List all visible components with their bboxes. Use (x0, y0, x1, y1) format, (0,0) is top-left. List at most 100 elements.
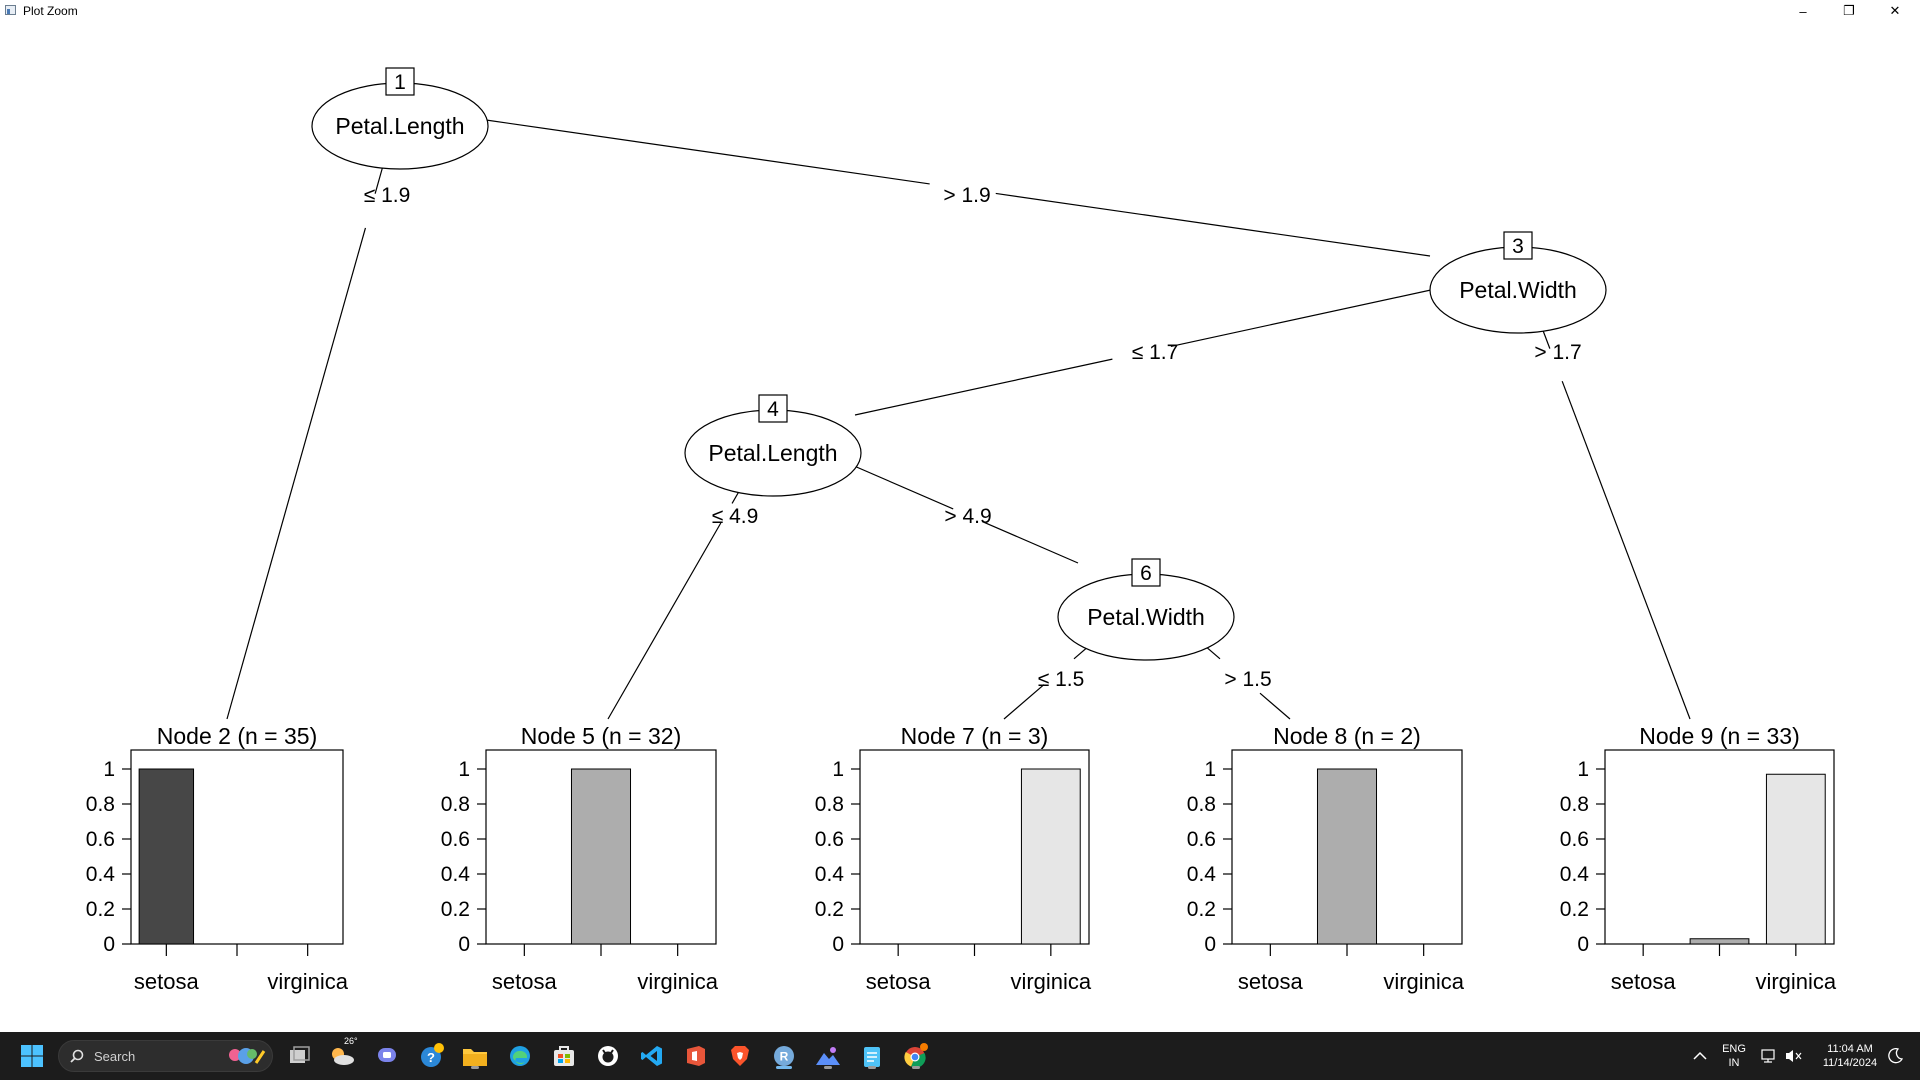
r-icon: R (774, 1046, 794, 1066)
tree-edge-line (995, 192, 1431, 257)
panel-title: Node 9 (n = 33) (1639, 723, 1799, 749)
network-volume-icon (1761, 1049, 1802, 1063)
start-button[interactable] (16, 1040, 48, 1072)
chrome-button[interactable] (900, 1040, 932, 1072)
help-icon: ? (421, 1043, 444, 1067)
weather-temperature: 26° (344, 1036, 358, 1046)
weather-widget[interactable]: 26° (326, 1036, 358, 1072)
language-indicator[interactable]: ENG IN (1716, 1042, 1752, 1070)
language-region: IN (1728, 1057, 1740, 1069)
close-button[interactable]: ✕ (1889, 3, 1901, 18)
x-tick-label: virginica (1383, 969, 1464, 994)
task-view-button[interactable] (284, 1040, 316, 1072)
store-icon (554, 1046, 574, 1066)
svg-text:?: ? (427, 1050, 435, 1065)
maximize-button[interactable]: ❐ (1843, 3, 1855, 18)
title-bar: Plot Zoom – ❐ ✕ (0, 0, 1920, 22)
bar-versicolor (570, 768, 632, 945)
y-tick-label: 0.2 (815, 898, 844, 921)
photos-button[interactable] (812, 1040, 844, 1072)
edge-icon (510, 1046, 530, 1066)
tree-edge-line (226, 227, 367, 720)
edge-split-label: ≤ 1.5 (1038, 668, 1085, 691)
rstudio-button[interactable]: R (768, 1040, 800, 1072)
windows-icon (21, 1045, 43, 1067)
x-tick-label: virginica (637, 969, 718, 994)
y-tick-label: 0.6 (815, 828, 844, 851)
y-tick-label: 1 (1577, 758, 1589, 781)
github-icon (598, 1046, 618, 1066)
tree-node-id-box (385, 67, 415, 96)
tree-edge-line (981, 520, 1079, 564)
task-view-icon (290, 1046, 310, 1063)
tree-node-id-box (1503, 231, 1533, 260)
y-tick-label: 0.6 (1187, 828, 1216, 851)
store-button[interactable] (548, 1040, 580, 1072)
clock-date: 11/14/2024 (1822, 1057, 1878, 1069)
y-tick-label: 0.4 (86, 863, 116, 886)
notepad-icon (864, 1047, 880, 1067)
clock[interactable]: 11:04 AM 11/14/2024 (1812, 1042, 1888, 1070)
decision-tree-plot: ≤ 1.9> 1.9≤ 1.7> 1.7≤ 4.9> 4.9≤ 1.5> 1.5… (86, 67, 1837, 994)
chrome-icon (904, 1043, 928, 1068)
y-tick-label: 0.2 (441, 898, 470, 921)
tree-node-id: 3 (1512, 235, 1524, 258)
photos-icon (816, 1047, 840, 1065)
network-volume-tray[interactable] (1757, 1040, 1807, 1072)
brave-button[interactable] (724, 1040, 756, 1072)
teams-button[interactable] (372, 1040, 404, 1072)
edge-split-label: > 1.7 (1534, 341, 1581, 364)
tree-edge-line (1561, 380, 1691, 720)
office-icon (687, 1046, 705, 1066)
x-tick-label: setosa (134, 969, 200, 994)
notepad-button[interactable] (856, 1040, 888, 1072)
x-tick-label: setosa (866, 969, 932, 994)
tree-node-id: 6 (1140, 562, 1152, 585)
panel-title: Node 2 (n = 35) (157, 723, 317, 749)
minimize-button[interactable]: – (1799, 3, 1807, 19)
x-tick-label: setosa (1611, 969, 1677, 994)
language-code: ENG (1722, 1043, 1746, 1055)
y-tick-label: 0 (458, 933, 470, 956)
github-button[interactable] (592, 1040, 624, 1072)
moon-icon (1888, 1048, 1903, 1064)
edge-split-label: > 1.9 (943, 184, 990, 207)
show-hidden-icons-button[interactable] (1684, 1040, 1716, 1072)
office-button[interactable] (680, 1040, 712, 1072)
svg-text:R: R (780, 1050, 789, 1064)
y-tick-label: 0.8 (441, 793, 470, 816)
tree-node-label: Petal.Width (1459, 277, 1577, 303)
file-explorer-button[interactable] (459, 1040, 491, 1072)
help-button[interactable]: ? (416, 1040, 448, 1072)
y-tick-label: 0.4 (1560, 863, 1590, 886)
y-tick-label: 0.8 (1187, 793, 1216, 816)
y-tick-label: 0.8 (1560, 793, 1589, 816)
notifications-button[interactable] (1880, 1040, 1910, 1072)
search-highlight-icon (229, 1048, 266, 1064)
tree-node-label: Petal.Length (335, 113, 464, 139)
brave-icon (731, 1046, 749, 1066)
tree-edge-line (607, 522, 722, 720)
tree-edge-line (485, 119, 930, 185)
edge-button[interactable] (504, 1040, 536, 1072)
x-tick-label: setosa (1238, 969, 1304, 994)
edge-split-label: ≤ 1.9 (364, 184, 411, 207)
y-tick-label: 0.2 (86, 898, 115, 921)
chat-icon (378, 1048, 396, 1062)
x-tick-label: virginica (1755, 969, 1836, 994)
window-title: Plot Zoom (23, 4, 78, 18)
edge-split-label: > 1.5 (1224, 668, 1271, 691)
tree-node-id-box (1131, 558, 1161, 587)
y-tick-label: 0.2 (1560, 898, 1589, 921)
y-tick-label: 0.4 (815, 863, 845, 886)
app-icon (5, 5, 16, 15)
y-tick-label: 1 (103, 758, 115, 781)
bar-versicolor (1689, 938, 1750, 945)
search-input[interactable]: Search (58, 1040, 273, 1072)
vscode-button[interactable] (636, 1040, 668, 1072)
y-tick-label: 0 (103, 933, 115, 956)
